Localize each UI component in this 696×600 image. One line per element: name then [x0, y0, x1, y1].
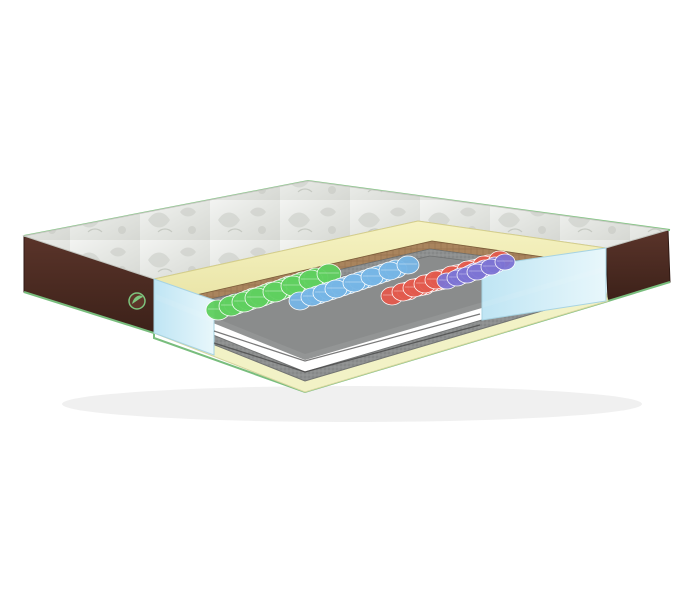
spring-pocket-purple	[494, 253, 516, 271]
leaf-badge-icon	[128, 292, 146, 310]
mattress-shadow	[62, 386, 642, 422]
bottom-piping	[23, 281, 671, 394]
pocket-springs	[205, 250, 516, 321]
cutaway-section	[153, 220, 609, 393]
front-wire-bottom	[213, 324, 481, 373]
spring-pocket-blue	[396, 255, 420, 275]
front-wire-top	[213, 313, 481, 362]
front-edge-foam	[153, 278, 215, 356]
